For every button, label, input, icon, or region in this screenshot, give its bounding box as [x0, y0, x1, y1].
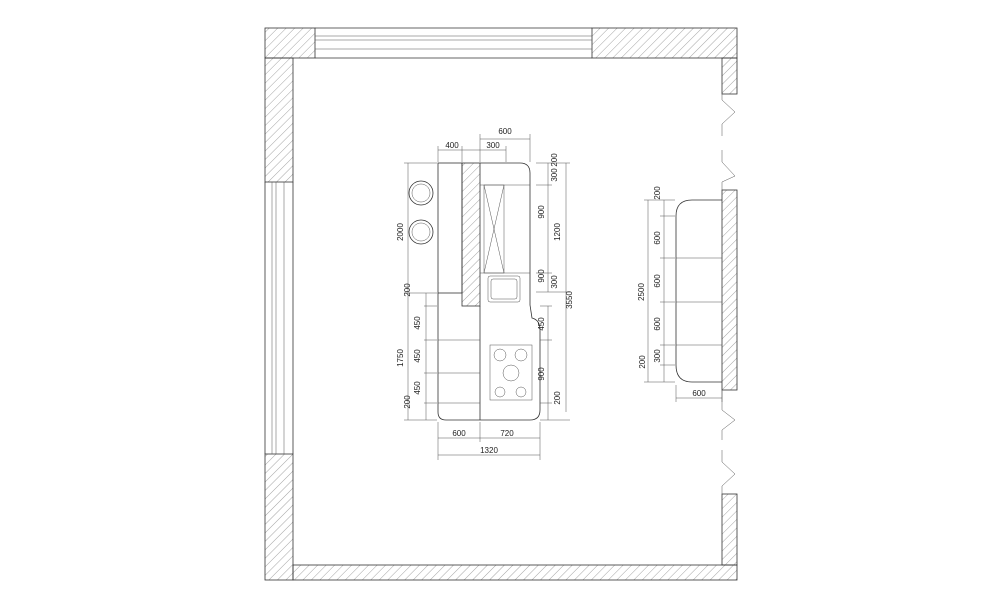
dining-counter	[437, 162, 463, 294]
wall-bottom	[292, 564, 738, 581]
bench-dim-600-1: 600	[653, 231, 662, 245]
dim-right-900-bottom: 900	[537, 269, 546, 283]
left-island-labels: 400 600 300 200 300 900 1200 900 300 355…	[396, 127, 574, 455]
lower-counter	[437, 293, 541, 421]
stool-2	[408, 219, 434, 245]
wall-top-right	[591, 27, 738, 59]
dim-left-450-2: 450	[413, 349, 422, 363]
dim-right-3550: 3550	[565, 291, 574, 309]
dim-lower-right-900: 900	[537, 367, 546, 381]
dim-bottom-720: 720	[500, 429, 514, 438]
partition-wall	[461, 162, 481, 307]
right-bench	[675, 199, 722, 383]
dim-lower-right-200: 200	[553, 391, 562, 405]
wall-left-lower	[264, 453, 294, 581]
right-wall-openings	[721, 94, 736, 494]
bench-dim-200-top: 200	[653, 186, 662, 200]
dim-bottom-1320: 1320	[480, 446, 498, 455]
dim-left-2000: 2000	[396, 223, 405, 241]
dim-top-400: 400	[445, 141, 459, 150]
window-top	[315, 27, 592, 59]
dim-left-450-3: 450	[413, 381, 422, 395]
bench-dim-200-bottom: 200	[638, 355, 647, 369]
left-island	[408, 162, 541, 421]
right-bench-labels: 200 600 600 600 300 200 2500 600	[637, 186, 706, 398]
sink	[487, 275, 521, 303]
dim-left-1750: 1750	[396, 349, 405, 367]
stool-1	[408, 180, 434, 206]
room-walls	[264, 27, 738, 581]
bench-dim-300: 300	[653, 349, 662, 363]
wall-left-upper	[264, 57, 294, 183]
bench-dim-600-2: 600	[653, 274, 662, 288]
wall-right-middle	[721, 189, 738, 391]
dim-left-450-1: 450	[413, 316, 422, 330]
dim-right-200: 200	[550, 153, 559, 167]
dim-right-300-top: 300	[550, 168, 559, 182]
cooktop	[489, 344, 533, 401]
dim-right-900-top: 900	[537, 205, 546, 219]
dim-top-600: 600	[498, 127, 512, 136]
bench-dim-2500: 2500	[637, 283, 646, 301]
dim-right-300-bottom: 300	[550, 275, 559, 289]
bench-outline	[675, 199, 722, 383]
dim-right-1200: 1200	[553, 223, 562, 241]
wall-right-upper	[721, 57, 738, 95]
bench-dim-600-3: 600	[653, 317, 662, 331]
dim-top-300: 300	[486, 141, 500, 150]
right-bench-dimensions	[644, 199, 723, 402]
tall-unit-outline	[480, 162, 531, 305]
left-island-dimensions	[404, 134, 570, 460]
dim-left-200-bottom: 200	[403, 395, 412, 409]
dim-left-200-top: 200	[403, 283, 412, 297]
wall-top-left	[264, 27, 316, 59]
dim-bottom-600: 600	[452, 429, 466, 438]
wall-right-lower	[721, 493, 738, 566]
window-left	[264, 182, 294, 454]
bench-dim-600-bottom: 600	[692, 389, 706, 398]
dim-lower-right-450: 450	[537, 317, 546, 331]
